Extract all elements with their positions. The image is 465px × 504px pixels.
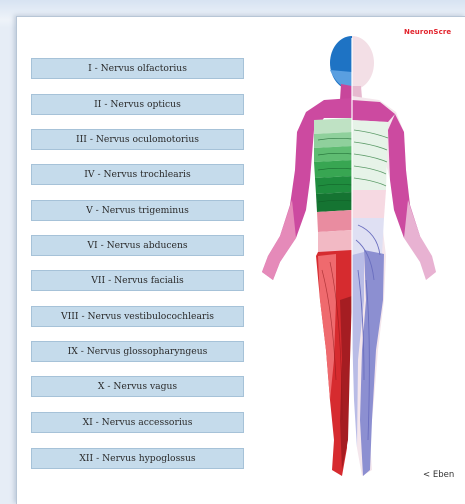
back-link[interactable]: < Eben bbox=[423, 470, 454, 480]
